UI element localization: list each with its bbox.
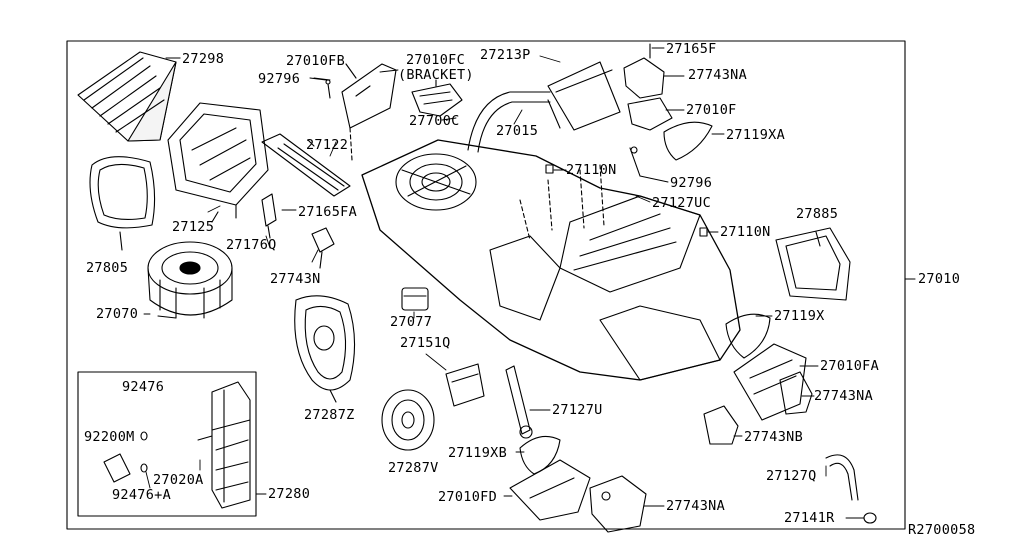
part-27010f-bracket (627, 97, 673, 131)
part-27077-actuator (401, 287, 429, 311)
label-92796-right: 92796 (670, 175, 713, 191)
part-27010fb-bracket (309, 63, 397, 161)
label-92200m: 92200M (84, 429, 135, 445)
part-27280-evaporator (197, 381, 251, 509)
label-27110n-right: 27110N (720, 224, 771, 240)
part-27015-pipe (467, 61, 621, 153)
label-27287v: 27287V (388, 460, 439, 476)
label-27122: 27122 (306, 137, 349, 153)
label-27010f: 27010F (686, 102, 737, 118)
label-27151q: 27151Q (400, 335, 451, 351)
part-27743nb-actuator (703, 405, 739, 445)
part-27010-heater-unit (361, 139, 741, 381)
label-27743n: 27743N (270, 271, 321, 287)
label-27010fd: 27010FD (438, 489, 497, 505)
part-27287v-seal (381, 389, 435, 451)
label-27885: 27885 (796, 206, 839, 222)
part-92200m-valve (103, 453, 131, 483)
label-27298: 27298 (182, 51, 225, 67)
label-27119xb: 27119XB (448, 445, 507, 461)
label-27743nb: 27743NB (744, 429, 803, 445)
label-92476-a: 92476+A (112, 487, 171, 503)
part-27743n-actuator (311, 227, 335, 269)
label-27743na-top: 27743NA (688, 67, 747, 83)
label-27213p: 27213P (480, 47, 531, 63)
label-92476: 92476 (122, 379, 165, 395)
part-27743na-actuator-bottom (589, 475, 647, 533)
label-27165f: 27165F (666, 41, 717, 57)
label-27010fb: 27010FB (286, 53, 345, 69)
label-27165fa: 27165FA (298, 204, 357, 220)
label-assembly-27010: 27010 (918, 271, 961, 287)
part-92476-oring (140, 431, 148, 473)
label-27743na-bottom: 27743NA (666, 498, 725, 514)
leader-lines (143, 47, 865, 519)
part-27110n-clip (545, 164, 708, 237)
label-27110n-top: 27110N (566, 162, 617, 178)
label-27010fa: 27010FA (820, 358, 879, 374)
part-27125-filter-case (167, 102, 269, 223)
part-27298-filter (77, 51, 181, 142)
part-27010fa-bracket (733, 343, 807, 421)
part-27743na-actuator-top (623, 43, 665, 99)
label-27125: 27125 (172, 219, 215, 235)
part-27119xa-door (663, 121, 713, 161)
label-27287z: 27287Z (304, 407, 355, 423)
label-27176q: 27176Q (226, 237, 277, 253)
part-27127u-link (505, 365, 533, 439)
part-27287z-duct (294, 295, 356, 403)
part-27176q (261, 193, 277, 239)
part-27119x-door (725, 313, 771, 359)
label-27070: 27070 (96, 306, 139, 322)
label-27119x: 27119X (774, 308, 825, 324)
label-27700c: 27700C (409, 113, 460, 129)
label-27020a: 27020A (153, 472, 204, 488)
assembly-frame (66, 40, 906, 530)
part-27127q-hose (825, 454, 859, 501)
label-92796-top: 92796 (258, 71, 301, 87)
label-27010fc: 27010FC (406, 52, 465, 68)
label-27015: 27015 (496, 123, 539, 139)
label-27127uc: 27127UC (652, 195, 711, 211)
label-27280: 27280 (268, 486, 311, 502)
label-27743na-right: 27743NA (814, 388, 873, 404)
label-27805: 27805 (86, 260, 129, 276)
part-27122-grille (261, 133, 351, 197)
label-27119xa: 27119XA (726, 127, 785, 143)
diagram-id: R2700058 (908, 522, 976, 538)
part-27743na-actuator-right (779, 371, 813, 415)
label-27127u: 27127U (552, 402, 603, 418)
part-27010fd-bracket (509, 459, 591, 521)
part-27885-duct (775, 227, 851, 301)
label-bracket: (BRACKET) (398, 67, 474, 83)
inset-frame (77, 371, 257, 517)
part-27151q-resistor (445, 363, 485, 407)
part-27119xb-door (519, 435, 561, 475)
part-92796-screw (629, 146, 641, 177)
part-27070-blower-motor (147, 241, 233, 319)
label-27077: 27077 (390, 314, 433, 330)
part-27141r-ring (863, 512, 877, 524)
part-27010fc-bracket (411, 79, 463, 117)
part-27805-seal (89, 156, 156, 251)
label-27127q: 27127Q (766, 468, 817, 484)
label-27141r: 27141R (784, 510, 835, 526)
